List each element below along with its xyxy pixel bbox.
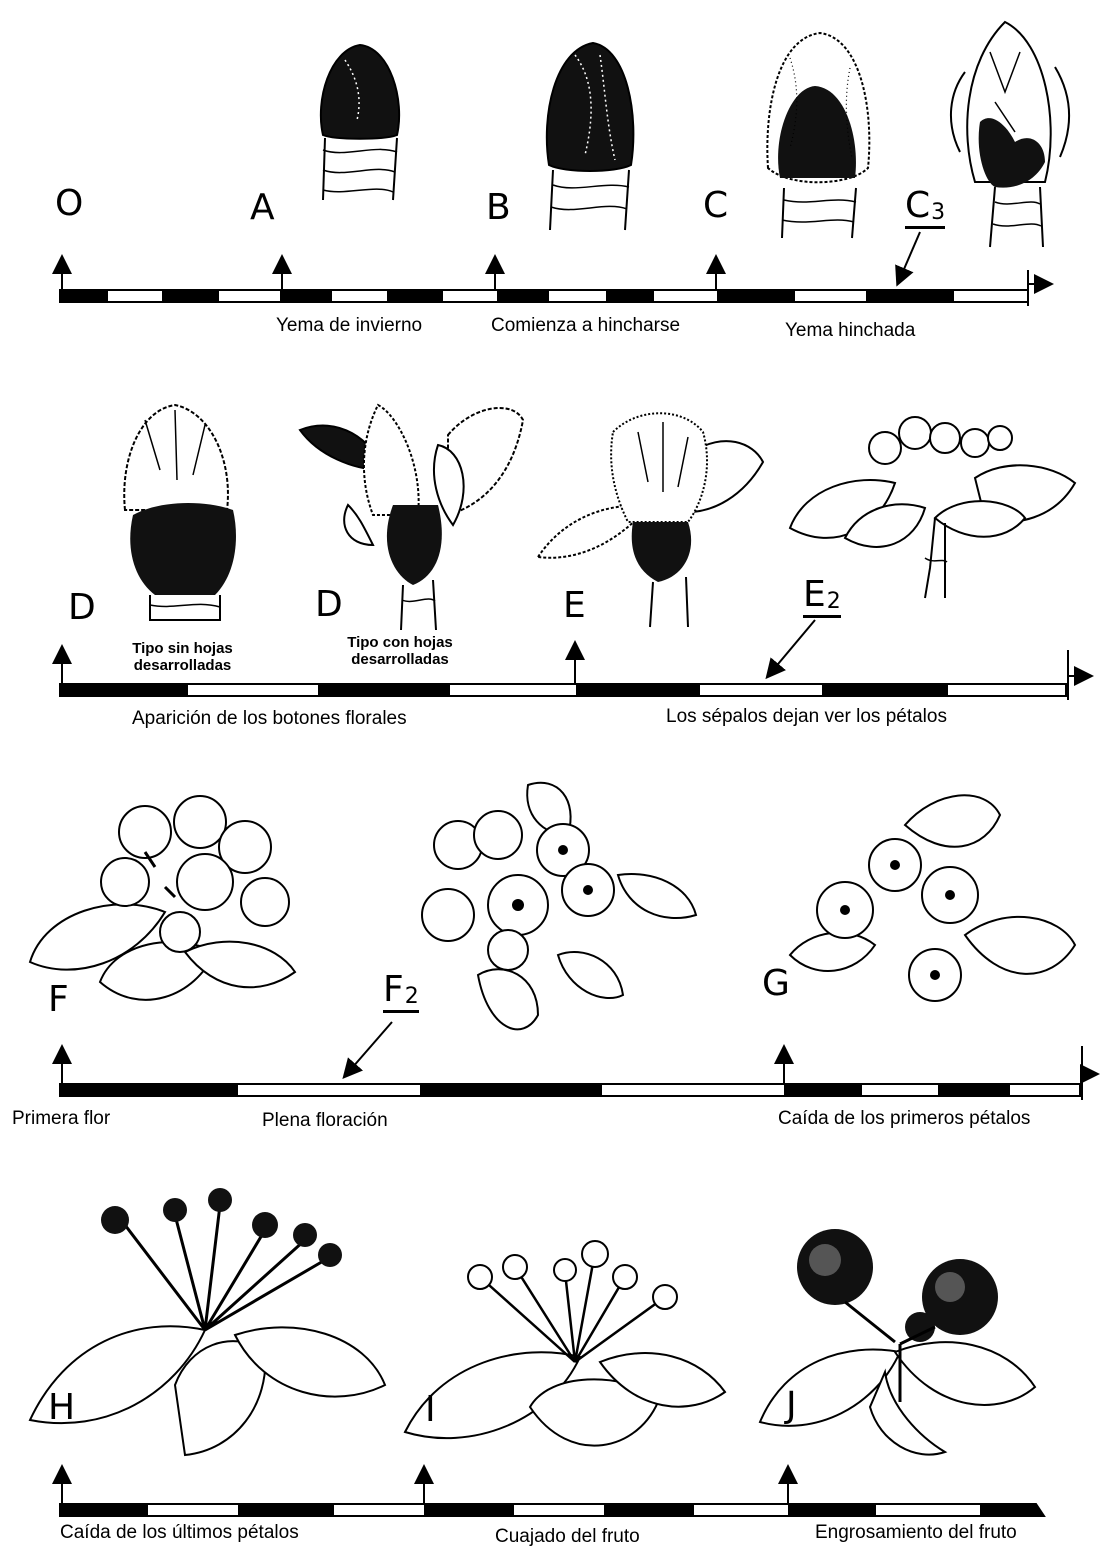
- stage-label-f2: F2: [383, 972, 419, 1013]
- stage-letter: O: [55, 183, 83, 224]
- stage-subscript: 3: [931, 200, 945, 225]
- stage-label-i: I: [425, 1392, 436, 1428]
- caption-last-petals-fall: Caída de los últimos pétalos: [60, 1522, 299, 1544]
- stage-label-c: C: [703, 188, 728, 224]
- stage-letter: B: [486, 187, 511, 228]
- subcaption-no-leaves: Tipo sin hojas desarrolladas: [105, 640, 260, 675]
- caption-swollen-bud: Yema hinchada: [785, 320, 915, 342]
- stage-letter: G: [762, 963, 790, 1004]
- caption-fruit-set: Cuajado del fruto: [495, 1526, 640, 1548]
- timeline-row-4: [60, 1468, 1044, 1516]
- fruit-growth-illustration-j: [755, 1222, 1045, 1467]
- stage-letter: H: [48, 1387, 75, 1428]
- caption-full-bloom: Plena floración: [262, 1110, 388, 1132]
- stage-letter: I: [425, 1389, 436, 1430]
- stage-label-g: G: [762, 966, 790, 1002]
- stage-label-e: E: [563, 588, 586, 624]
- stage-label-e2: E2: [803, 577, 841, 618]
- stage-letter: E: [803, 574, 826, 615]
- caption-first-petals-fall: Caída de los primeros pétalos: [778, 1108, 1030, 1130]
- flower-cluster-e2: [785, 408, 1080, 603]
- stage-label-j: J: [786, 1388, 797, 1424]
- stage-letter: F: [383, 969, 404, 1010]
- stage-label-c3: C3: [905, 188, 945, 229]
- subcaption-line: desarrolladas: [320, 651, 480, 668]
- stage-subscript: 2: [827, 589, 841, 614]
- stage-label-o: O: [55, 186, 83, 222]
- caption-fruit-growth: Engrosamiento del fruto: [815, 1522, 1017, 1544]
- stage-label-d-no-leaves: D: [68, 590, 96, 626]
- bud-illustration-b: [535, 35, 645, 235]
- petal-fall-illustration-h: [25, 1185, 390, 1470]
- subcaption-line: Tipo sin hojas: [105, 640, 260, 657]
- stage-letter: C: [703, 185, 728, 226]
- bud-illustration-c3: [935, 12, 1085, 252]
- caption-first-flower: Primera flor: [12, 1108, 110, 1130]
- stage-letter: C: [905, 185, 930, 226]
- fruit-set-illustration-i: [400, 1232, 730, 1472]
- stage-letter: D: [68, 587, 96, 628]
- flower-cluster-f2: [408, 775, 698, 1045]
- stage-letter: A: [250, 187, 275, 228]
- stage-letter: D: [315, 584, 343, 625]
- flower-cluster-g: [785, 785, 1080, 1020]
- stage-label-b: B: [486, 190, 511, 226]
- stage-letter: J: [786, 1385, 797, 1426]
- timeline-row-1: [60, 232, 1050, 306]
- bud-illustration-c: [760, 28, 880, 243]
- stage-letter: F: [48, 979, 69, 1020]
- stage-subscript: 2: [405, 984, 419, 1009]
- bud-illustration-a: [305, 40, 415, 210]
- caption-sepals-show-petals: Los sépalos dejan ver los pétalos: [666, 706, 947, 728]
- stage-label-a: A: [250, 190, 275, 226]
- bud-illustration-d1: [115, 400, 245, 630]
- stage-label-f: F: [48, 982, 69, 1018]
- caption-winter-bud: Yema de invierno: [276, 315, 422, 337]
- stage-label-h: H: [48, 1390, 75, 1426]
- stage-label-d-with-leaves: D: [315, 587, 343, 623]
- caption-starts-swelling: Comienza a hincharse: [491, 315, 680, 337]
- stage-letter: E: [563, 585, 586, 626]
- subcaption-with-leaves: Tipo con hojas desarrolladas: [320, 634, 480, 669]
- subcaption-line: desarrolladas: [105, 657, 260, 674]
- caption-flower-buds-appear: Aparición de los botones florales: [132, 708, 407, 730]
- subcaption-line: Tipo con hojas: [320, 634, 480, 651]
